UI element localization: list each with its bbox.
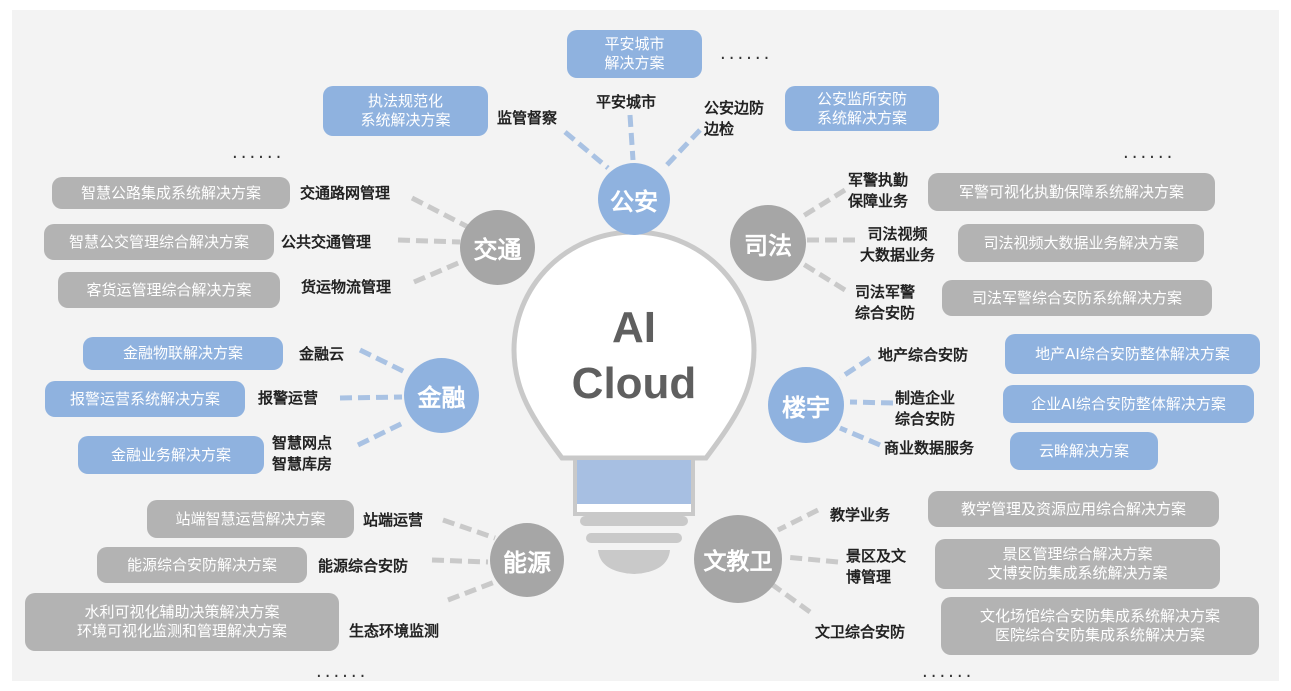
solution-text: 文化场馆综合安防集成系统解决方案 <box>979 607 1220 625</box>
category-justice: 司法 <box>730 205 806 281</box>
label-road-network: 交通路网管理 <box>300 184 391 202</box>
label-judicial-security: 司法军警 综合安防 <box>855 283 916 322</box>
solution-safe-city: 平安城市 解决方案 <box>567 30 702 78</box>
label-station-ops: 站端运营 <box>363 511 424 529</box>
bulb-title-ai: AI <box>612 303 656 352</box>
solution-judicial-video: 司法视频大数据业务解决方案 <box>958 224 1204 262</box>
solution-military-visual: 军警可视化执勤保障系统解决方案 <box>928 173 1215 211</box>
label-logistics: 货运物流管理 <box>301 278 392 296</box>
ellipsis-top: ...... <box>720 43 773 64</box>
ellipsis-upper-left: ...... <box>232 142 285 163</box>
solution-finance-business: 金融业务解决方案 <box>78 436 264 474</box>
label-supervision: 监管督察 <box>497 109 558 127</box>
category-police: 公安 <box>598 163 670 235</box>
ellipsis-upper-right: ...... <box>1123 142 1176 163</box>
label-scenic: 景区及文 博管理 <box>846 547 907 586</box>
label-safe-city: 平安城市 <box>596 93 657 111</box>
solution-text: 景区管理综合解决方案 <box>1002 545 1153 563</box>
label-judicial-video: 司法视频 大数据业务 <box>860 225 936 264</box>
solution-finance-iot: 金融物联解决方案 <box>83 337 283 370</box>
solution-estate-ai: 地产AI综合安防整体解决方案 <box>1005 334 1260 374</box>
solution-text: 环境可视化监测和管理解决方案 <box>76 622 287 640</box>
solution-text: 平安城市 <box>604 35 665 53</box>
category-traffic: 交通 <box>460 210 535 285</box>
label-smart-outlet: 智慧网点 智慧库房 <box>272 434 333 473</box>
category-energy: 能源 <box>490 523 564 597</box>
label-alarm-ops: 报警运营 <box>258 389 319 407</box>
solution-text: 水利可视化辅助决策解决方案 <box>84 603 280 621</box>
solution-enterprise-ai: 企业AI综合安防整体解决方案 <box>1003 385 1254 423</box>
label-teaching: 教学业务 <box>830 506 891 524</box>
solution-text: 文博安防集成系统解决方案 <box>987 564 1168 582</box>
solution-energy-security: 能源综合安防解决方案 <box>97 547 307 583</box>
solution-judicial-security: 司法军警综合安防系统解决方案 <box>942 280 1212 316</box>
label-environment: 生态环境监测 <box>349 622 440 640</box>
solution-scenic: 景区管理综合解决方案 文博安防集成系统解决方案 <box>935 539 1220 589</box>
ellipsis-bottom-left: ...... <box>316 661 369 682</box>
solution-text: 公安监所安防 <box>816 89 907 108</box>
solution-freight: 客货运管理综合解决方案 <box>58 272 280 308</box>
label-public-transit: 公共交通管理 <box>281 233 372 251</box>
solution-bus: 智慧公交管理综合解决方案 <box>44 224 274 260</box>
label-real-estate: 地产综合安防 <box>878 346 969 364</box>
solution-teaching: 教学管理及资源应用综合解决方案 <box>928 491 1219 527</box>
solution-text: 医院综合安防集成系统解决方案 <box>994 626 1205 644</box>
solution-environment: 水利可视化辅助决策解决方案 环境可视化监测和管理解决方案 <box>25 593 339 651</box>
label-finance-cloud: 金融云 <box>299 345 345 363</box>
solution-cloud-eye: 云眸解决方案 <box>1010 432 1158 470</box>
solution-prison-security: 公安监所安防 系统解决方案 <box>785 86 939 131</box>
label-military-duty: 军警执勤 保障业务 <box>848 171 909 210</box>
category-finance: 金融 <box>404 358 479 433</box>
solution-text: 执法规范化 <box>367 92 443 110</box>
label-manufacturing: 制造企业 综合安防 <box>895 389 956 428</box>
solution-text: 解决方案 <box>604 54 665 72</box>
category-building: 楼宇 <box>768 367 844 443</box>
category-education: 文教卫 <box>694 515 782 603</box>
light-bulb-icon <box>511 229 757 574</box>
solution-culture-health: 文化场馆综合安防集成系统解决方案 医院综合安防集成系统解决方案 <box>941 597 1259 655</box>
label-border: 公安边防 边检 <box>704 99 765 138</box>
solution-station: 站端智慧运营解决方案 <box>147 500 354 538</box>
ellipsis-bottom-right: ...... <box>922 661 975 682</box>
solution-text: 系统解决方案 <box>360 111 451 129</box>
bulb-title-cloud: Cloud <box>571 359 697 408</box>
solution-text: 系统解决方案 <box>816 108 907 127</box>
solution-highway: 智慧公路集成系统解决方案 <box>52 177 290 209</box>
label-energy-security: 能源综合安防 <box>318 557 409 575</box>
label-culture-health: 文卫综合安防 <box>815 623 906 641</box>
label-commerce-data: 商业数据服务 <box>884 439 975 457</box>
solution-alarm-ops: 报警运营系统解决方案 <box>45 381 245 417</box>
solution-law-enforcement: 执法规范化 系统解决方案 <box>323 86 488 136</box>
